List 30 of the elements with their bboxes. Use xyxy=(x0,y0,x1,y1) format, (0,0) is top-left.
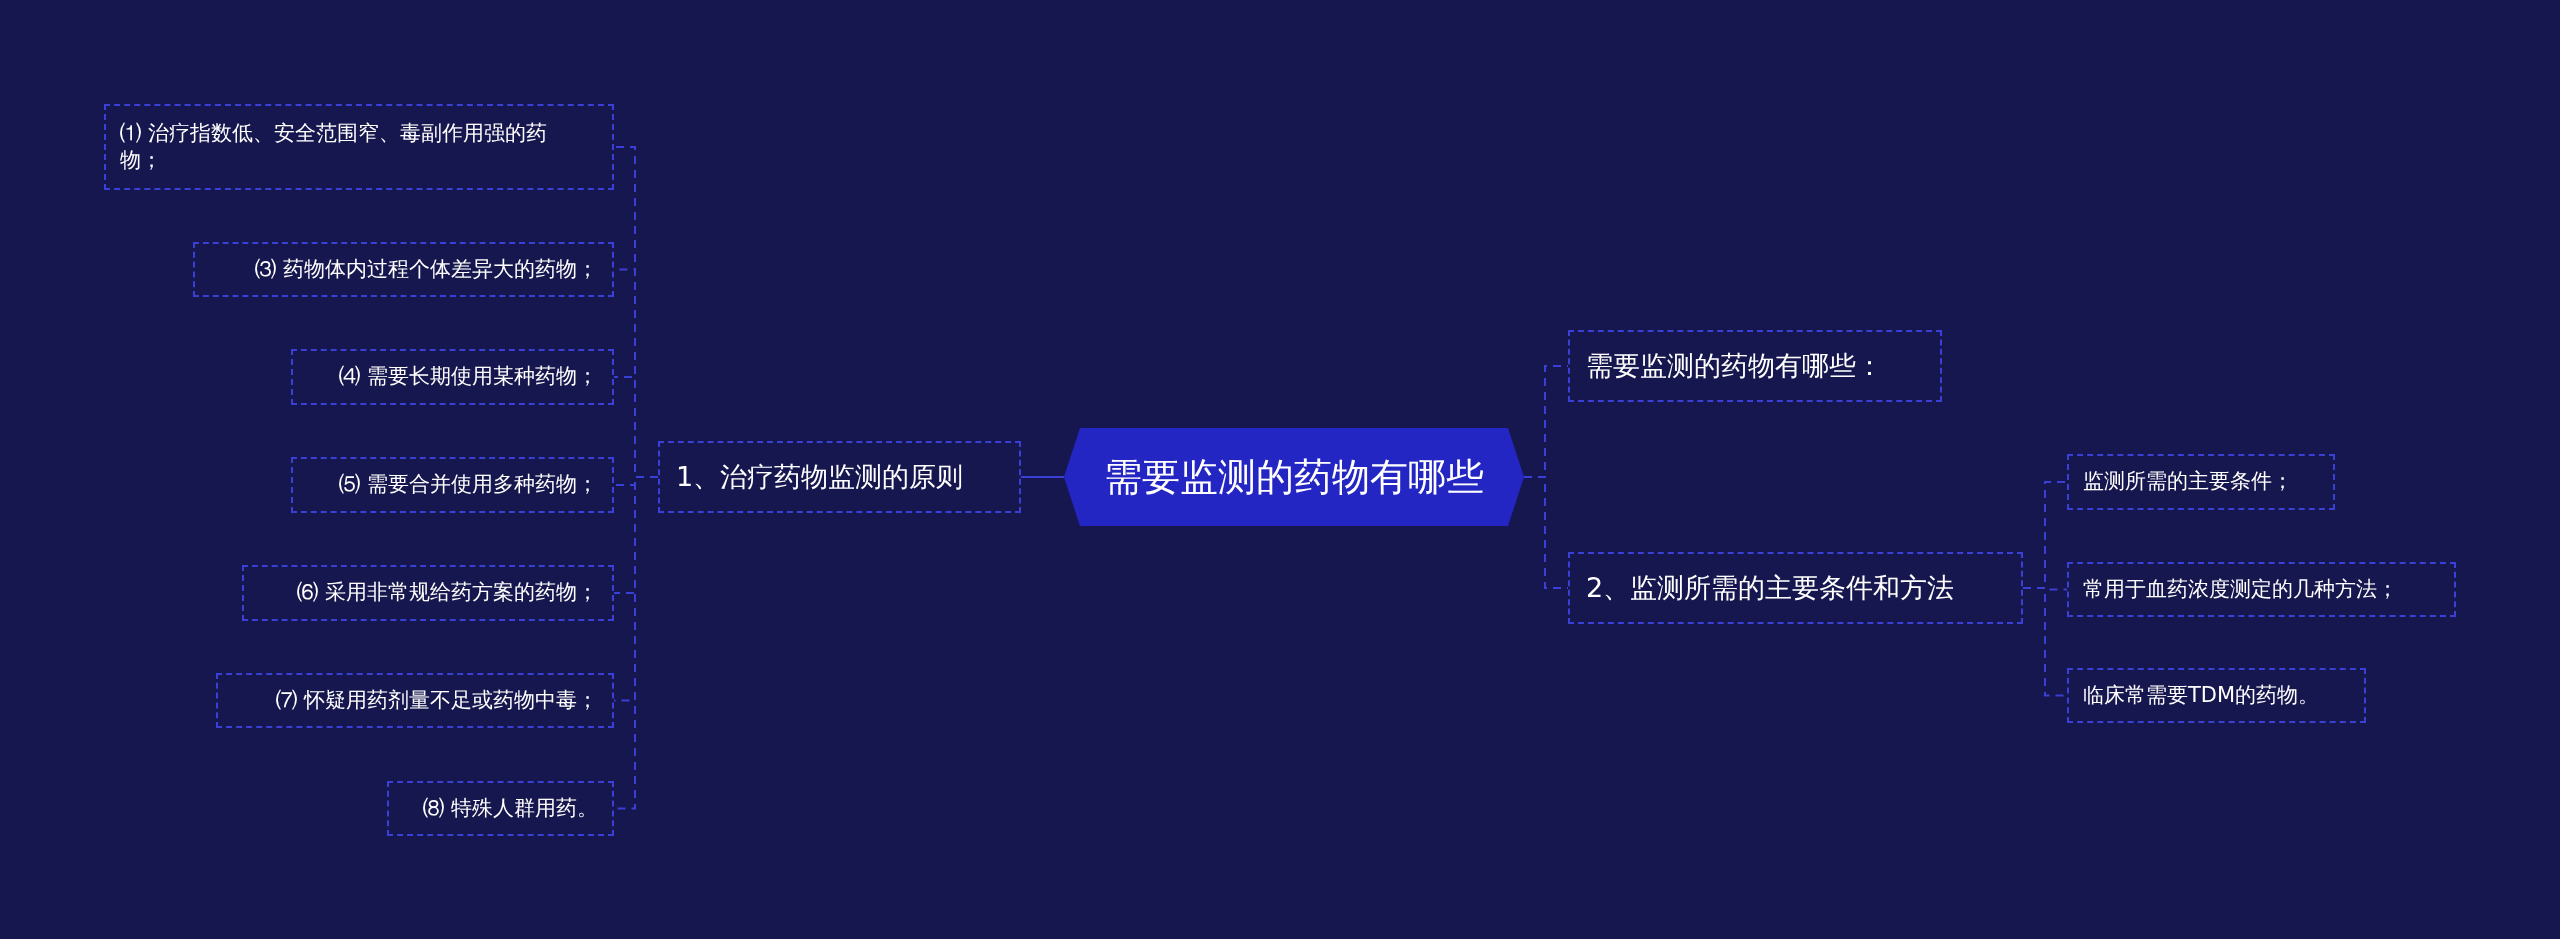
node-text: ⑸ 需要合并使用多种药物； xyxy=(339,471,598,499)
topic-hexagon xyxy=(1064,428,1524,526)
leaf-box xyxy=(291,457,614,513)
node-text: 需要监测的药物有哪些 xyxy=(1104,453,1484,501)
node-text: ⑺ 怀疑用药剂量不足或药物中毒； xyxy=(276,686,598,714)
branch-box xyxy=(658,441,1021,513)
leaf-box xyxy=(387,781,614,836)
leaf-box xyxy=(216,673,614,728)
leaf-box xyxy=(193,242,614,297)
leaf-box xyxy=(242,565,614,621)
node-text: 临床常需要TDM的药物。 xyxy=(2083,681,2320,709)
connector-line xyxy=(1020,476,1065,478)
node-text: 监测所需的主要条件； xyxy=(2083,468,2293,496)
connector-line xyxy=(1523,476,1569,589)
node-text: 需要监测的药物有哪些： xyxy=(1586,349,1883,383)
node-text: 1、治疗药物监测的原则 xyxy=(676,460,964,494)
leaf-box xyxy=(2067,562,2456,617)
node-text: ⑴ 治疗指数低、安全范围窄、毒副作用强的药物； xyxy=(120,119,548,174)
node-text: 常用于血药浓度测定的几种方法； xyxy=(2083,575,2398,603)
leaf-box xyxy=(104,104,614,190)
node-text: ⑷ 需要长期使用某种药物； xyxy=(339,363,598,391)
leaf-box xyxy=(2067,668,2366,723)
node-text: ⑶ 药物体内过程个体差异大的药物； xyxy=(255,255,598,283)
node-text: ⑻ 特殊人群用药。 xyxy=(423,794,598,822)
node-text: 2、监测所需的主要条件和方法 xyxy=(1586,571,1955,605)
leaf-box xyxy=(291,349,614,405)
node-text: ⑹ 采用非常规给药方案的药物； xyxy=(297,579,598,607)
branch-box xyxy=(1568,330,1942,402)
leaf-box xyxy=(2067,454,2335,510)
branch-box xyxy=(1568,552,2023,624)
